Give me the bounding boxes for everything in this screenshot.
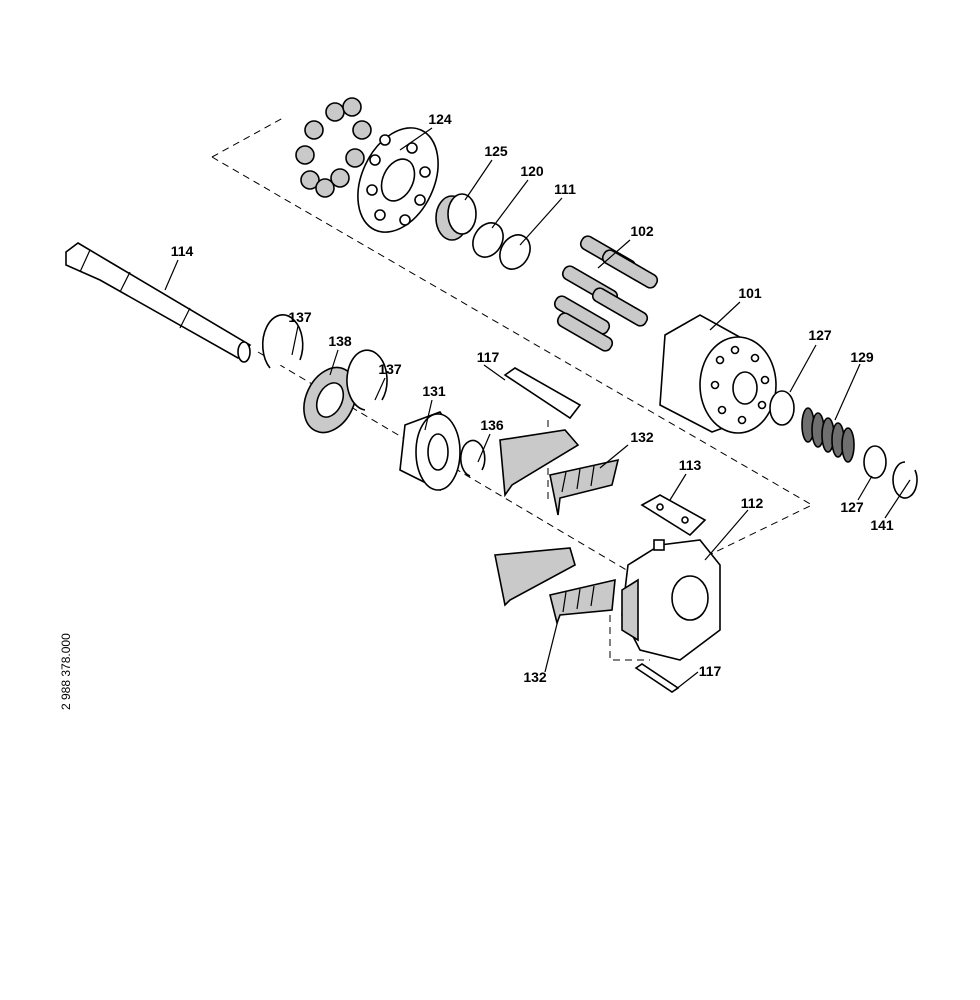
shaft-seal-138 [303,366,357,434]
washer-127-upper [769,390,795,426]
drive-shaft [65,242,252,363]
pin-117-upper [503,367,582,420]
label-137-right: 137 [378,361,402,377]
retaining-plate [357,127,439,233]
circlip-137-right [346,349,388,411]
part-labels: 124 125 120 111 102 114 101 137 138 137 … [171,111,894,685]
ball-guide [435,193,477,241]
label-120: 120 [520,163,544,179]
drawing-number-vertical: 2 988 378.000 [59,633,73,710]
shim-120 [472,222,504,258]
label-132-upper: 132 [630,429,654,445]
label-124: 124 [428,111,452,127]
roller-bearing-131 [399,411,461,492]
circlip-136 [459,439,486,477]
washer-127-lower [863,445,887,479]
leader-lines [164,127,911,691]
label-114: 114 [171,243,194,259]
label-113: 113 [679,457,702,473]
label-141: 141 [870,517,894,533]
label-111: 111 [554,181,576,197]
drawing-number: 2 988 378.000 [59,633,73,710]
label-125: 125 [484,143,508,159]
label-127-lower: 127 [840,499,864,515]
label-129: 129 [850,349,874,365]
label-117-lower: 117 [699,663,722,679]
spring-129 [801,407,855,463]
bearing-shell-132-lower [494,547,616,626]
label-138: 138 [328,333,352,349]
washer-111 [499,234,531,270]
label-102: 102 [630,223,654,239]
control-plate-113 [640,494,707,537]
cylinder-block [659,314,777,434]
bearing-shell-132-upper [499,429,620,516]
swash-plate-112 [621,539,721,661]
pin-117-lower [634,663,680,693]
circlip-141 [892,461,918,499]
circlip-137-left [261,314,304,369]
label-137-left: 137 [288,309,312,325]
label-136: 136 [480,417,504,433]
piston-shoe-set [295,97,372,198]
piston-group [553,235,659,352]
label-112: 112 [741,495,764,511]
label-101: 101 [738,285,762,301]
label-117-upper: 117 [477,349,500,365]
label-127-upper: 127 [808,327,832,343]
label-131: 131 [422,383,446,399]
label-132-lower: 132 [523,669,547,685]
